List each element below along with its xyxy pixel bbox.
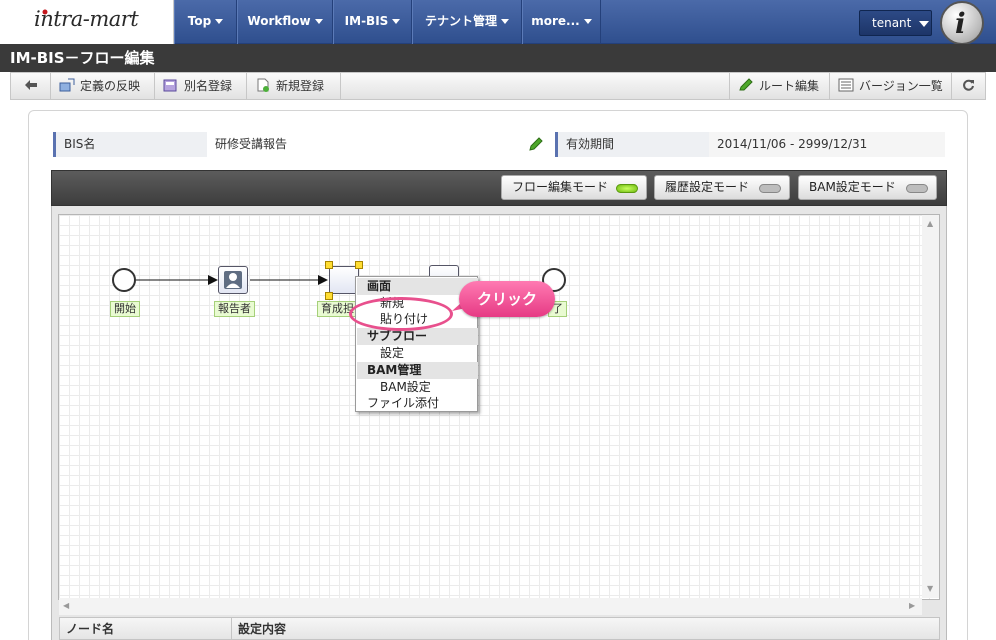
validity-period-label: 有効期間	[555, 132, 709, 157]
nav-tenant-admin[interactable]: テナント管理	[412, 0, 522, 44]
selection-handle[interactable]	[325, 292, 333, 300]
scroll-down-icon[interactable]: ▼	[927, 584, 934, 593]
bis-info-row: BIS名 研修受講報告 有効期間 2014/11/06 - 2999/12/31	[53, 132, 945, 157]
nav-workflow[interactable]: Workflow	[237, 0, 333, 44]
nav-more[interactable]: more...	[522, 0, 601, 44]
scroll-left-icon[interactable]: ◀	[63, 601, 70, 610]
apply-definition-label: 定義の反映	[80, 79, 141, 93]
bam-mode-label: BAM設定モード	[809, 180, 896, 194]
vertical-scrollbar[interactable]: ▲ ▼	[922, 215, 939, 598]
caret-down-icon	[501, 19, 509, 24]
intra-mart-logo[interactable]: intra-mart	[0, 0, 174, 44]
validity-period-value: 2014/11/06 - 2999/12/31	[709, 132, 945, 157]
menu-header-subflow: サブフロー	[357, 328, 478, 345]
mode-indicator-off-icon	[759, 184, 781, 193]
flow-canvas[interactable]	[58, 214, 940, 600]
user-icon	[224, 271, 242, 289]
editor-mode-bar: フロー編集モード 履歴設定モード BAM設定モード	[51, 170, 947, 206]
flow-edit-mode-label: フロー編集モード	[512, 180, 609, 194]
pencil-icon[interactable]	[528, 136, 544, 152]
reporter-node-label: 報告者	[214, 301, 255, 317]
mode-indicator-on-icon	[616, 184, 638, 193]
brand-i-icon[interactable]: i	[940, 1, 984, 45]
menu-header-bam: BAM管理	[357, 362, 478, 379]
bam-mode-button[interactable]: BAM設定モード	[798, 175, 937, 200]
route-edit-button[interactable]: ルート編集	[729, 73, 829, 99]
nav-workflow-label: Workflow	[247, 14, 311, 28]
brand-i-glyph: i	[955, 7, 966, 40]
selection-handle[interactable]	[325, 261, 333, 269]
start-node[interactable]	[112, 268, 136, 292]
caret-down-icon	[919, 20, 930, 27]
node-settings-grid-header: ノード名 設定内容	[59, 617, 940, 640]
alias-register-label: 別名登録	[184, 79, 233, 93]
nav-top-label: Top	[187, 14, 212, 28]
alias-register-button[interactable]: 別名登録	[155, 73, 247, 99]
pencil-icon	[739, 78, 753, 91]
horizontal-scrollbar[interactable]: ◀ ▶	[59, 598, 922, 615]
column-setting-content[interactable]: 設定内容	[238, 622, 287, 636]
menu-item-file-attach[interactable]: ファイル添付	[367, 396, 440, 410]
logo-i-icon	[42, 9, 48, 15]
history-mode-label: 履歴設定モード	[665, 180, 750, 194]
bis-name-label: BIS名	[53, 132, 207, 157]
nav-im-bis-label: IM-BIS	[344, 14, 389, 28]
alias-register-icon	[163, 79, 177, 92]
start-node-label: 開始	[110, 301, 140, 317]
bis-name-value: 研修受講報告	[207, 132, 553, 157]
scroll-up-icon[interactable]: ▲	[927, 219, 934, 228]
nav-tenant-admin-label: テナント管理	[424, 14, 497, 28]
scroll-right-icon[interactable]: ▶	[909, 601, 916, 610]
nav-im-bis[interactable]: IM-BIS	[333, 0, 412, 44]
click-callout: クリック	[459, 281, 555, 317]
new-document-icon	[257, 78, 269, 92]
route-edit-label: ルート編集	[759, 79, 820, 93]
tenant-dropdown[interactable]: tenant	[859, 10, 932, 36]
history-mode-button[interactable]: 履歴設定モード	[654, 175, 790, 200]
back-button[interactable]	[11, 73, 51, 99]
caret-down-icon	[392, 19, 401, 24]
new-register-button[interactable]: 新規登録	[247, 73, 341, 99]
column-node-name[interactable]: ノード名	[60, 618, 232, 640]
refresh-icon	[963, 79, 974, 91]
caret-down-icon	[314, 19, 323, 24]
nav-more-label: more...	[531, 14, 580, 28]
highlight-ring	[349, 297, 453, 331]
apply-definition-button[interactable]: 定義の反映	[51, 73, 155, 99]
tenant-label: tenant	[872, 16, 912, 30]
menu-item-settings[interactable]: 設定	[380, 346, 405, 360]
mode-indicator-off-icon	[906, 184, 928, 193]
flow-edit-mode-button[interactable]: フロー編集モード	[501, 175, 647, 200]
page-title: IM-BIS－フロー編集	[0, 44, 996, 72]
version-list-button[interactable]: バージョン一覧	[829, 73, 951, 99]
toolbar: 定義の反映 別名登録 新規登録 ルート編集 バージョン一覧	[10, 72, 986, 100]
menu-item-bam-settings[interactable]: BAM設定	[380, 380, 431, 394]
caret-down-icon	[583, 19, 592, 24]
menu-header-screen: 画面	[357, 278, 478, 295]
arrow-left-icon	[24, 80, 37, 90]
refresh-button[interactable]	[951, 73, 985, 99]
caret-down-icon	[215, 19, 224, 24]
version-list-label: バージョン一覧	[859, 79, 943, 93]
bis-name-text: 研修受講報告	[215, 137, 288, 151]
logo-text: intra-mart	[34, 7, 139, 31]
list-icon	[838, 78, 854, 92]
apply-definition-icon	[59, 78, 75, 92]
top-navigation: intra-mart Top Workflow IM-BIS テナント管理 mo…	[0, 0, 996, 45]
new-register-label: 新規登録	[276, 79, 325, 93]
selection-handle[interactable]	[355, 261, 363, 269]
nav-top[interactable]: Top	[174, 0, 237, 44]
reporter-node[interactable]	[218, 266, 248, 294]
